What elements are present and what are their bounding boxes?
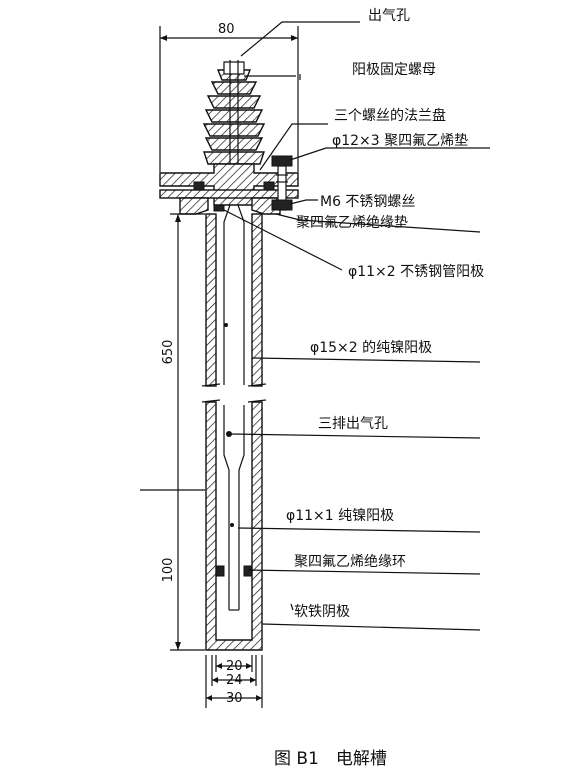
part-labels: 出气孔 阳极固定螺母 三个螺丝的法兰盘 φ12×3 聚四氟乙烯垫 M6 不锈钢螺…	[286, 8, 484, 620]
label-ptfe-ring: 聚四氟乙烯绝缘环	[294, 554, 406, 570]
anode-insulator-stack	[202, 69, 266, 165]
label-vent-hole: 出气孔	[368, 8, 410, 24]
label-anode-nut: 阳极固定螺母	[352, 62, 436, 78]
label-ni-anode-15: φ15×2 的纯镍阳极	[310, 340, 432, 356]
dimension-lines	[140, 26, 299, 708]
cell-body	[159, 60, 299, 651]
label-three-vents: 三排出气孔	[318, 416, 388, 432]
label-ss-anode: φ11×2 不锈钢管阳极	[348, 264, 484, 280]
label-flange: 三个螺丝的法兰盘	[334, 107, 446, 124]
dim-100: 100	[161, 558, 176, 583]
label-m6-screw: M6 不锈钢螺丝	[320, 194, 415, 210]
m6-screw	[271, 155, 293, 211]
leader-lines	[223, 21, 490, 631]
label-ni-anode-11: φ11×1 纯镍阳极	[286, 508, 394, 524]
figure-caption: 图 B1 电解槽	[274, 749, 387, 769]
dim-30: 30	[226, 691, 243, 706]
dim-24: 24	[226, 673, 243, 688]
label-ptfe-gasket: 聚四氟乙烯绝缘垫	[296, 215, 408, 231]
label-iron-cathode: 软铁阴极	[294, 604, 350, 620]
dim-80: 80	[218, 22, 235, 37]
dim-20: 20	[226, 659, 243, 674]
dim-650: 650	[161, 340, 176, 365]
anode-tube	[223, 60, 245, 611]
label-pvc-gasket: φ12×3 聚四氟乙烯垫	[332, 133, 468, 149]
cathode-tube	[201, 213, 267, 651]
dimension-texts: 80 650 100 20 24 30	[161, 22, 243, 706]
